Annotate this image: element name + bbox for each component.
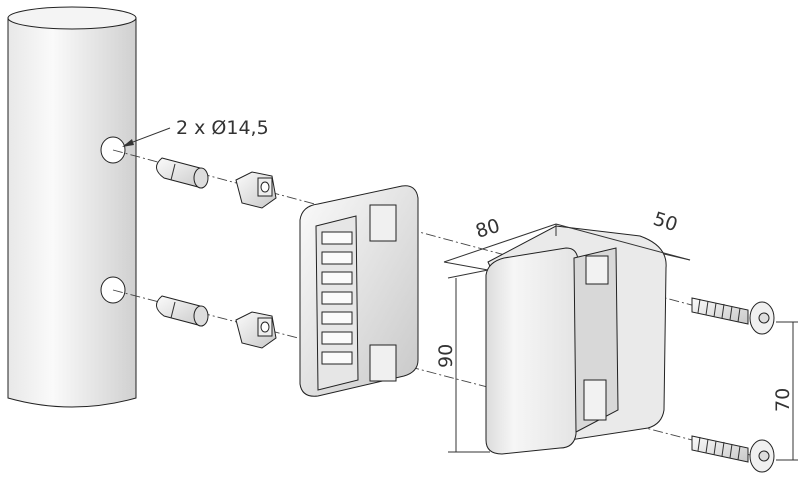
dimension-screw-spacing: 70 bbox=[772, 321, 798, 461]
screw-bottom bbox=[691, 435, 775, 473]
square-insert-top bbox=[235, 171, 277, 209]
handle-block bbox=[485, 225, 667, 455]
hole-callout: 2 x Ø14,5 bbox=[122, 117, 269, 147]
hole-spec-label: 2 x Ø14,5 bbox=[176, 117, 269, 139]
screw-spacing-label: 70 bbox=[772, 388, 794, 412]
backplate bbox=[299, 185, 419, 397]
sleeve-top bbox=[156, 157, 209, 189]
height-label: 90 bbox=[435, 344, 457, 368]
pipe bbox=[7, 6, 137, 408]
screw-top bbox=[691, 297, 775, 335]
depth-label: 50 bbox=[650, 208, 680, 236]
sleeve-bottom bbox=[156, 295, 209, 327]
dimension-height: 90 bbox=[435, 269, 490, 453]
square-insert-bottom bbox=[235, 311, 277, 349]
width-label: 80 bbox=[473, 215, 503, 243]
backplate-ribs bbox=[321, 231, 353, 365]
